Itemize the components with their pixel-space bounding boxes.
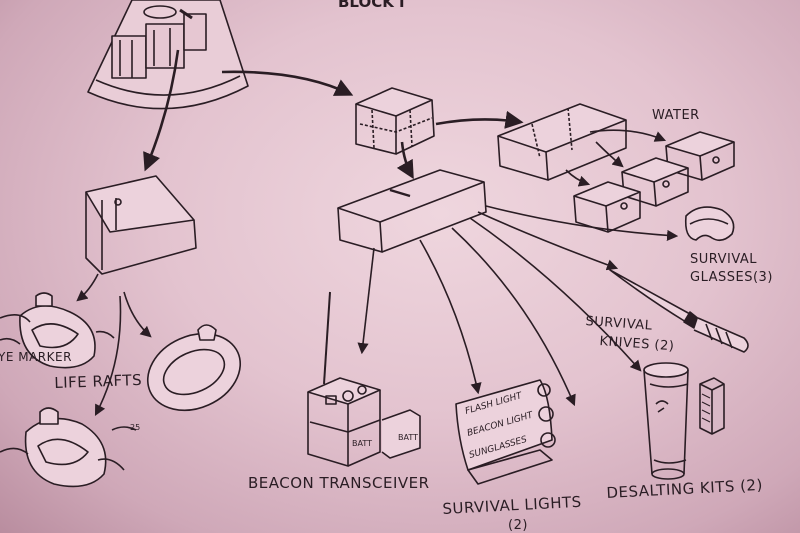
- parachute-pack-icon: [85, 175, 197, 275]
- center-block-icon: [355, 87, 435, 155]
- survival-lights-icon: [455, 379, 556, 485]
- survival-glasses-icon: [684, 206, 735, 242]
- water-can-icon: [621, 157, 689, 207]
- label-water: WATER: [652, 108, 700, 123]
- life-raft-icon: [0, 407, 137, 488]
- label-survival-glasses-2: GLASSES(3): [690, 270, 773, 285]
- survival-kit-block-icon: [337, 169, 487, 253]
- header-fragment: BLOCK I: [338, 0, 405, 11]
- water-can-icon: [573, 181, 641, 233]
- desalting-kit-icon: [643, 362, 689, 480]
- spacecraft-icon: [87, 0, 249, 110]
- label-survival-glasses-1: SURVIVAL: [690, 252, 758, 267]
- label-marker: YE MARKER: [0, 350, 72, 364]
- batt-label-2: BATT: [398, 433, 418, 442]
- life-raft-icon: [0, 292, 115, 369]
- label-beacon-transceiver: BEACON TRANSCEIVER: [248, 474, 430, 492]
- beacon-transceiver-icon: [307, 291, 421, 467]
- water-can-icon: [665, 131, 735, 181]
- survival-knife-icon: [609, 269, 749, 353]
- batt-label-1: BATT: [352, 439, 372, 448]
- label-survival-lights-count: (2): [508, 518, 528, 533]
- life-raft-icon: [146, 324, 242, 412]
- water-block-icon: [497, 103, 627, 181]
- label-life-rafts: LIFE RAFTS: [54, 370, 143, 392]
- raft-number: 25: [130, 423, 140, 432]
- desalting-tablets-icon: [699, 377, 725, 435]
